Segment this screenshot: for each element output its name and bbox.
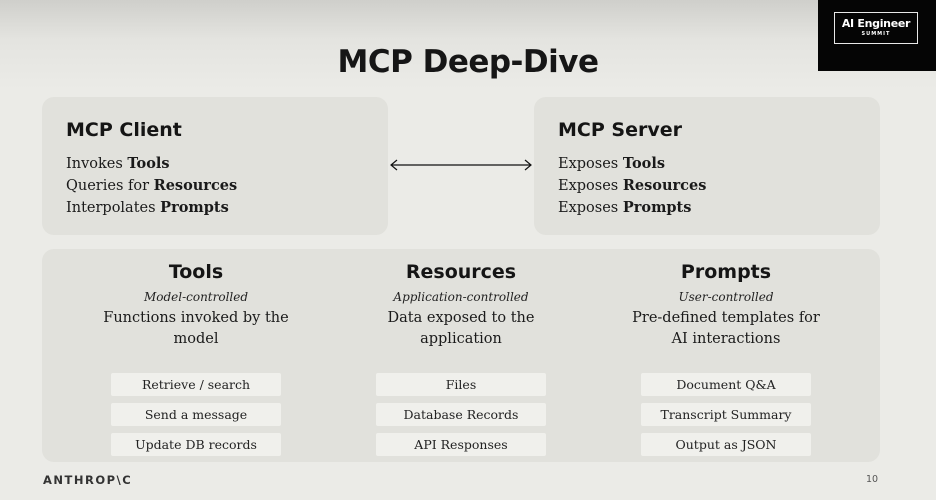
badge-title: AI Engineer xyxy=(841,17,911,30)
double-arrow-icon xyxy=(390,159,532,171)
resources-column: Resources Application-controlled Data ex… xyxy=(331,259,591,456)
badge-subtitle: SUMMIT xyxy=(861,31,891,37)
mcp-server-panel: MCP Server Exposes Tools Exposes Resourc… xyxy=(534,97,880,235)
prompts-example-chip: Document Q&A xyxy=(641,373,811,396)
slide-title: MCP Deep-Dive xyxy=(337,44,599,80)
server-line-resources: Exposes Resources xyxy=(558,177,707,194)
tools-control: Model-controlled xyxy=(143,290,249,304)
mcp-client-panel: MCP Client Invokes Tools Queries for Res… xyxy=(42,97,388,235)
prompts-control: User-controlled xyxy=(678,290,774,304)
resources-examples: Files Database Records API Responses xyxy=(376,373,546,463)
ai-engineer-summit-logo: AI Engineer SUMMIT xyxy=(818,0,936,71)
primitives-panel: Tools Model-controlled Functions invoked… xyxy=(42,249,880,462)
tools-example-chip: Retrieve / search xyxy=(111,373,281,396)
tools-example-chip: Update DB records xyxy=(111,433,281,456)
page-number: 10 xyxy=(866,474,879,485)
client-line-tools: Invokes Tools xyxy=(66,155,170,172)
prompts-examples: Document Q&A Transcript Summary Output a… xyxy=(641,373,811,463)
resources-control: Application-controlled xyxy=(393,290,529,304)
prompts-example-chip: Transcript Summary xyxy=(641,403,811,426)
mcp-server-capabilities: Exposes Tools Exposes Resources Exposes … xyxy=(558,153,706,219)
resources-example-chip: Files xyxy=(376,373,546,396)
tools-examples: Retrieve / search Send a message Update … xyxy=(111,373,281,463)
prompts-description: Pre-defined templates for AI interaction… xyxy=(632,310,820,347)
client-line-resources: Queries for Resources xyxy=(66,177,238,194)
client-line-prompts: Interpolates Prompts xyxy=(66,199,229,216)
mcp-client-title: MCP Client xyxy=(66,119,182,141)
resources-example-chip: API Responses xyxy=(376,433,546,456)
server-line-prompts: Exposes Prompts xyxy=(558,199,692,216)
anthropic-logo: ANTHROP\C xyxy=(43,473,133,487)
server-line-tools: Exposes Tools xyxy=(558,155,665,172)
tools-example-chip: Send a message xyxy=(111,403,281,426)
mcp-client-capabilities: Invokes Tools Queries for Resources Inte… xyxy=(66,153,237,219)
tools-description: Functions invoked by the model xyxy=(103,310,289,347)
prompts-column: Prompts User-controlled Pre-defined temp… xyxy=(596,259,856,456)
tools-column: Tools Model-controlled Functions invoked… xyxy=(66,259,326,456)
resources-title: Resources xyxy=(405,261,517,283)
resources-example-chip: Database Records xyxy=(376,403,546,426)
prompts-title: Prompts xyxy=(680,261,772,283)
resources-description: Data exposed to the application xyxy=(387,310,535,347)
prompts-example-chip: Output as JSON xyxy=(641,433,811,456)
tools-title: Tools xyxy=(168,261,224,283)
mcp-server-title: MCP Server xyxy=(558,119,682,141)
